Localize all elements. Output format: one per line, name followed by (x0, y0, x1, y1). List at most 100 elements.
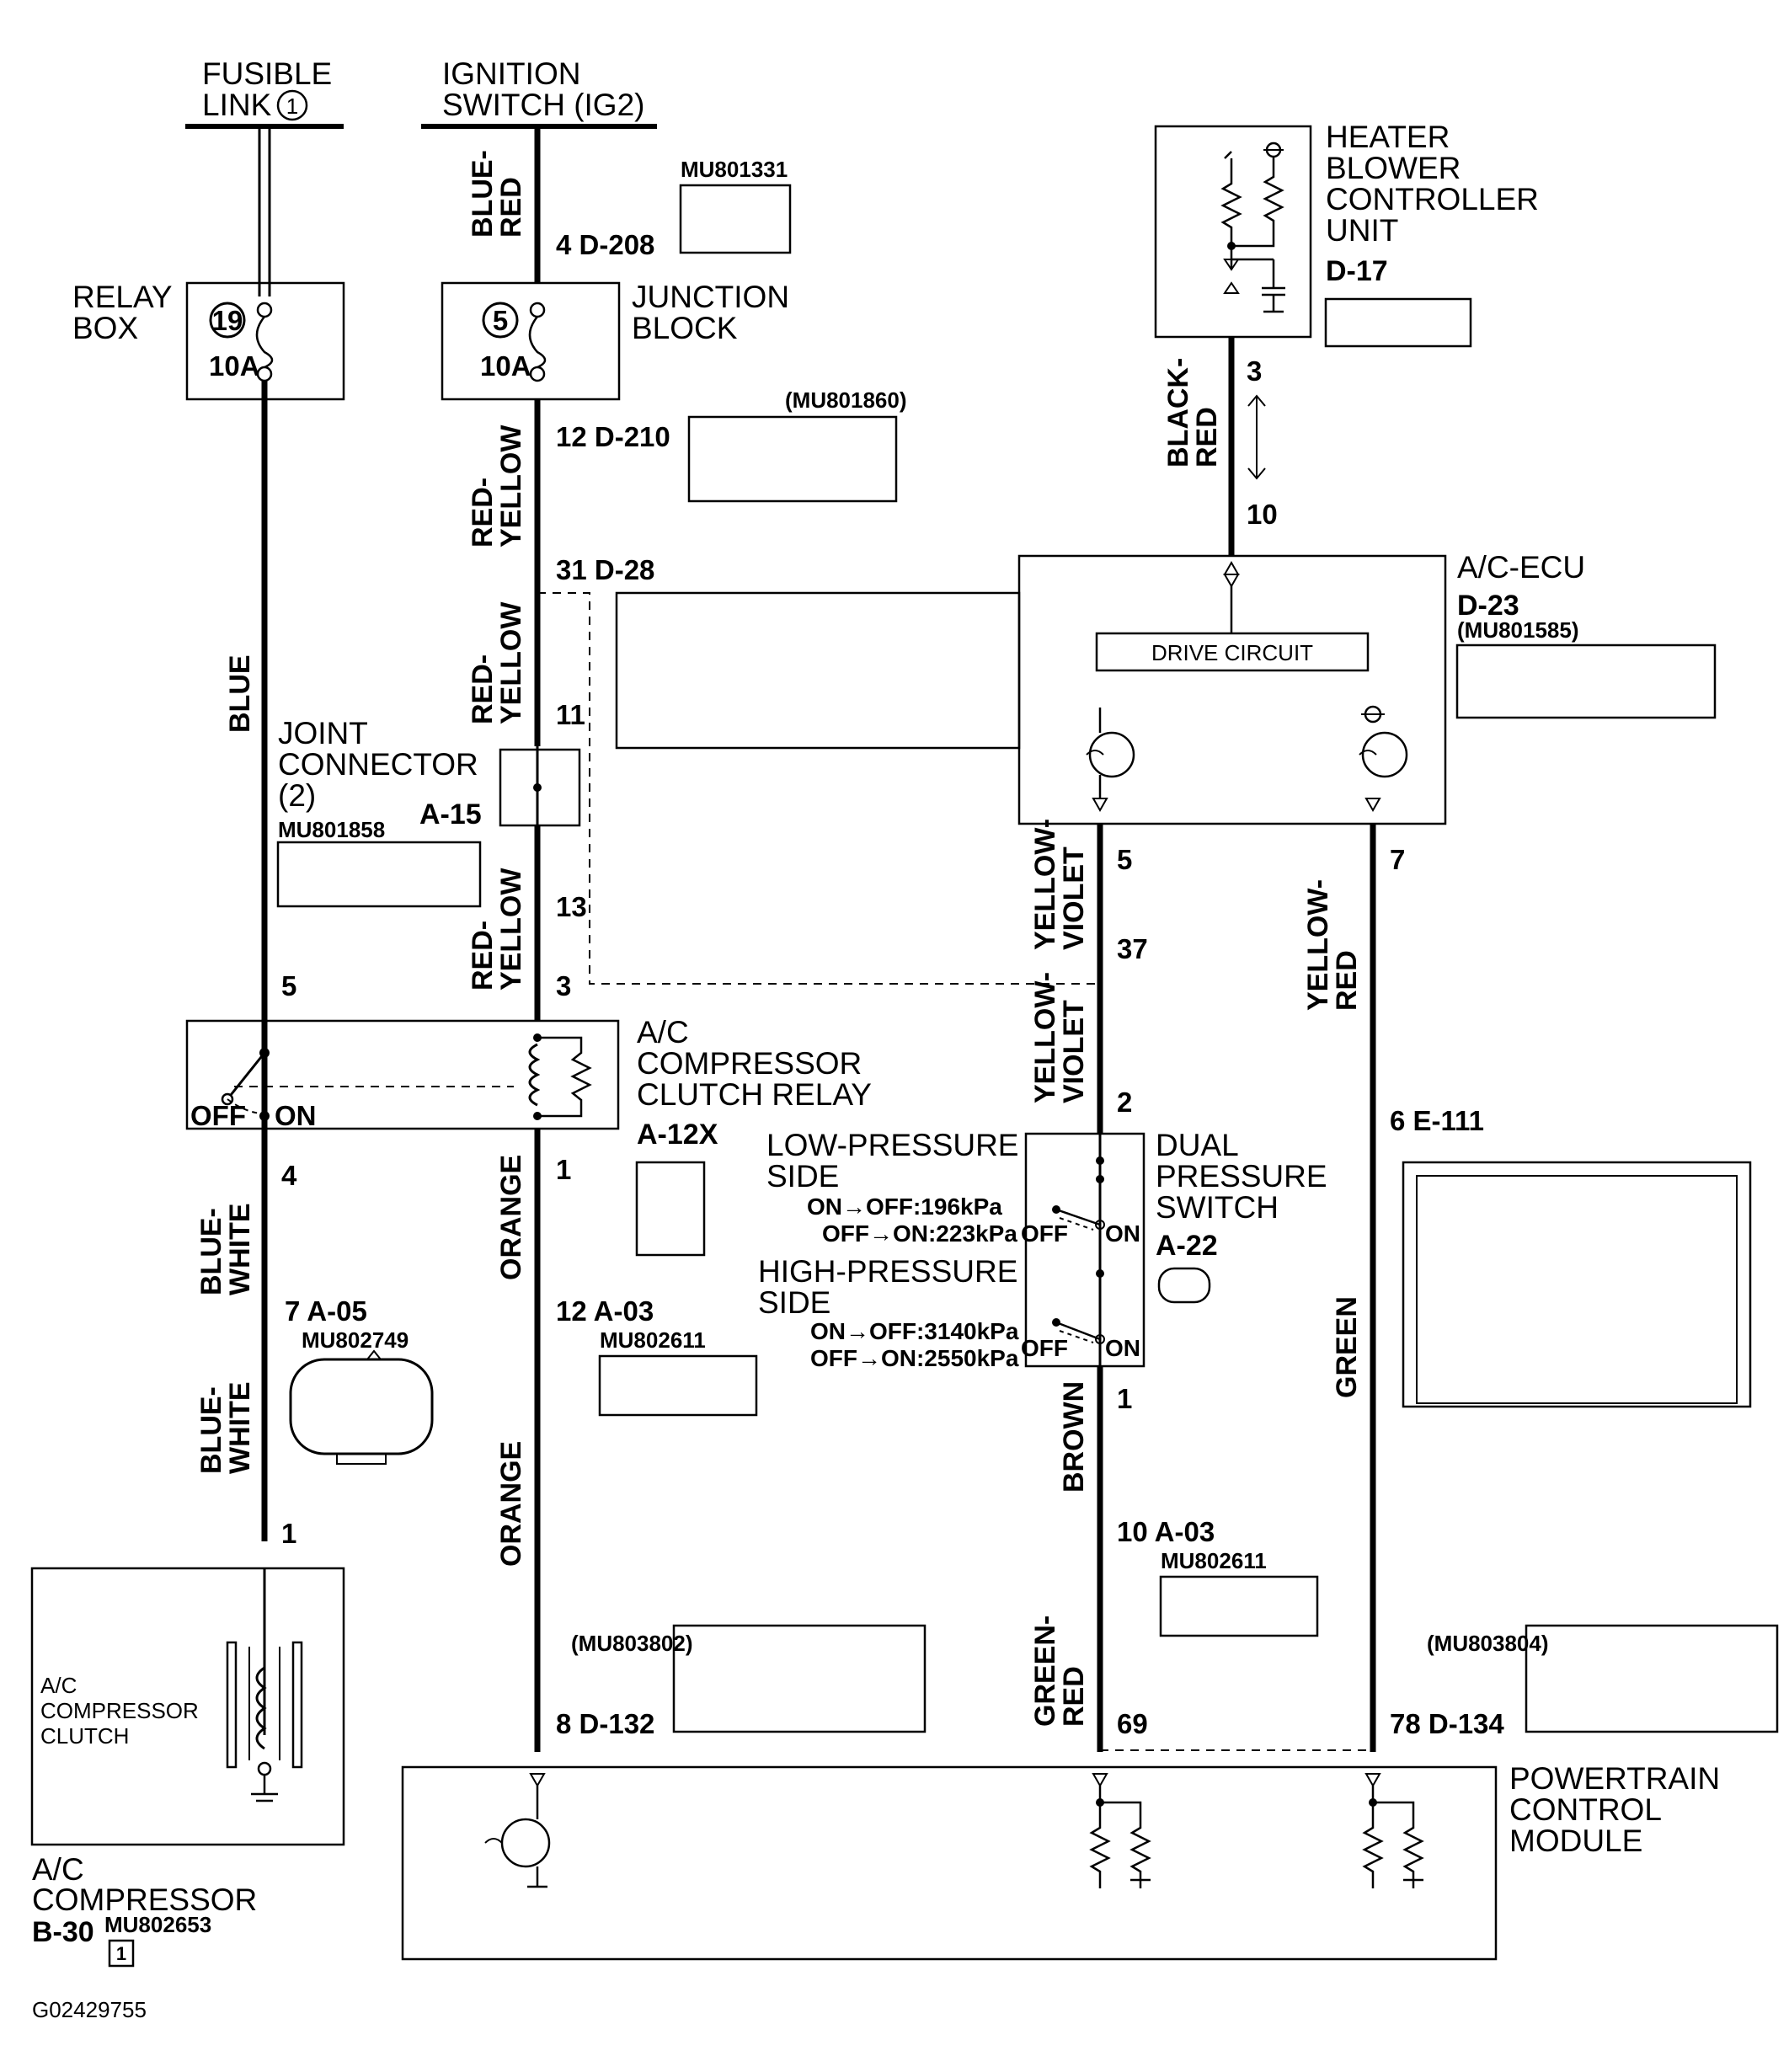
pin-10-heater: 10 (1247, 499, 1278, 530)
heater-label-3: CONTROLLER (1326, 182, 1539, 216)
wire-color-brown: BROWN (1058, 1381, 1090, 1493)
pin-1-brown: 1 (1117, 1383, 1132, 1414)
joint-connector-label: JOINT CONNECTOR (2) A-15 MU801858 (276, 716, 482, 908)
red-yellow-label-2: RED- YELLOW (467, 601, 527, 724)
part-number: MU802611 (1161, 1548, 1267, 1573)
dual-switch-connector-id: A-22 (1156, 1230, 1218, 1262)
fusible-link-label: FUSIBLE (202, 56, 332, 91)
heater-label: HEATER (1326, 120, 1450, 154)
pin-3-heater: 3 (1247, 355, 1262, 387)
wire-label-text: VIOLET (1058, 1000, 1090, 1103)
connector-d208-pin: 4 D-208 (556, 229, 654, 260)
ac-ecu: DRIVE CIRCUIT A/C-ECU D-23 (MU801585) (1017, 550, 1717, 825)
joint-label-2: CONNECTOR (278, 747, 478, 782)
yellow-red-label: YELLOW- RED (1302, 879, 1363, 1011)
powertrain-control-module: POWERTRAIN CONTROL MODULE (401, 1761, 1720, 1961)
relay-box-label-2: BOX (72, 311, 138, 345)
part-number: (MU803802) (571, 1631, 693, 1656)
wire-label-text: YELLOW (495, 425, 527, 547)
pin-37: 37 (1117, 933, 1148, 964)
dual-switch-label-2: PRESSURE (1156, 1159, 1327, 1194)
dual-switch-label-3: SWITCH (1156, 1190, 1279, 1225)
part-number: (MU801860) (785, 387, 907, 413)
part-number: (MU803804) (1427, 1631, 1549, 1656)
pin-1-left: 1 (281, 1518, 296, 1549)
connector-a03-bottom: MU802611 (1159, 1548, 1319, 1637)
relay-label-2: COMPRESSOR (637, 1046, 862, 1081)
joint-label-3: (2) (278, 778, 316, 813)
connector-a03-top: MU802611 (598, 1327, 758, 1417)
blue-white-label-2: BLUE- WHITE (195, 1381, 256, 1474)
relay-fuse-number: 19 (212, 305, 243, 336)
clutch-label: A/C (40, 1673, 77, 1698)
wire-color-orange-1: ORANGE (495, 1155, 527, 1280)
connector-d132-pin: 8 D-132 (556, 1708, 654, 1739)
wire-label-text: BLUE- (195, 1386, 227, 1474)
part-number: MU802749 (302, 1327, 409, 1353)
pin-2: 2 (1117, 1087, 1132, 1118)
connector-d134: (MU803804) (1427, 1624, 1779, 1733)
pcm-label: POWERTRAIN (1509, 1761, 1720, 1796)
pin-3: 3 (556, 970, 571, 1001)
shield-dashed-line (537, 592, 1100, 985)
connector-d210: (MU801860) (687, 387, 907, 503)
heater-blower-controller: HEATER BLOWER CONTROLLER UNIT D-17 (1154, 120, 1539, 348)
wire-label-text: RED (495, 177, 527, 238)
compressor-label-2: COMPRESSOR (32, 1882, 257, 1917)
wire-label-text: GREEN- (1029, 1615, 1061, 1727)
pin-69: 69 (1117, 1708, 1148, 1739)
wire-label-text: RED (1331, 950, 1363, 1011)
relay-off-label: OFF (190, 1100, 246, 1131)
dual-switch-label: DUAL (1156, 1128, 1239, 1162)
fusible-link-label-2: LINK (202, 88, 272, 122)
high-switch-on: ON (1105, 1335, 1140, 1361)
clutch-label-3: CLUTCH (40, 1723, 129, 1749)
high-switch-off: OFF (1021, 1335, 1068, 1361)
pin-5-left: 5 (281, 970, 296, 1001)
wire-label-text: BLUE- (195, 1208, 227, 1295)
yellow-violet-label-1: YELLOW- VIOLET (1029, 819, 1090, 950)
pcm-label-2: CONTROL (1509, 1792, 1662, 1827)
wire-label-text: YELLOW- (1029, 972, 1061, 1103)
pin-13: 13 (556, 891, 587, 922)
connector-d210-pin: 12 D-210 (556, 421, 670, 452)
connector-a05-pin: 7 A-05 (285, 1295, 367, 1327)
wire-label-text: RED- (467, 921, 499, 991)
heater-connector-id: D-17 (1326, 255, 1388, 287)
junction-block: 5 10A JUNCTION BLOCK (441, 280, 789, 401)
pcm-label-3: MODULE (1509, 1824, 1642, 1858)
wire-label-text: YELLOW (495, 601, 527, 724)
relay-connector-id: A-12X (637, 1119, 718, 1151)
clutch-label-2: COMPRESSOR (40, 1698, 199, 1723)
connector-a05: MU802749 (289, 1327, 434, 1465)
heater-label-4: UNIT (1326, 213, 1398, 248)
compressor-pin: 1 (116, 1943, 126, 1964)
fusible-wire-column (258, 126, 271, 1541)
high-spec-2: OFF→ON:2550kPa (810, 1345, 1019, 1371)
blue-white-label-1: BLUE- WHITE (195, 1203, 256, 1295)
low-spec-2: OFF→ON:223kPa (822, 1220, 1017, 1247)
ac-compressor: A/C COMPRESSOR CLUTCH A/C COMPRESSOR B-3… (30, 1567, 345, 1968)
wire-color-orange-2: ORANGE (495, 1441, 527, 1567)
wire-label-text: YELLOW- (1302, 879, 1334, 1011)
joint-label: JOINT (278, 716, 368, 750)
high-side-label: HIGH-PRESSURE (758, 1254, 1017, 1289)
relay-on-label: ON (275, 1100, 317, 1131)
joint-part-number: MU801858 (278, 817, 385, 842)
wire-label-text: WHITE (224, 1381, 256, 1474)
wire-label-text: RED (1191, 407, 1223, 467)
low-switch-off: OFF (1021, 1220, 1068, 1247)
part-number: MU802611 (600, 1327, 706, 1353)
low-spec-1: ON→OFF:196kPa (807, 1194, 1002, 1220)
connector-a03-bottom-pin: 10 A-03 (1117, 1516, 1215, 1547)
connector-d208: MU801331 (679, 157, 792, 254)
fusible-link: FUSIBLE LINK 1 (185, 56, 344, 129)
connector-d132: (MU803802) (571, 1624, 927, 1733)
relay-label-3: CLUTCH RELAY (637, 1077, 872, 1112)
junction-fuse-amp: 10A (480, 350, 531, 382)
connector-e111 (1402, 1161, 1752, 1408)
junction-block-label-2: BLOCK (632, 311, 738, 345)
ac-ecu-part-number: (MU801585) (1457, 617, 1579, 643)
pin-7-ecu: 7 (1390, 844, 1405, 875)
